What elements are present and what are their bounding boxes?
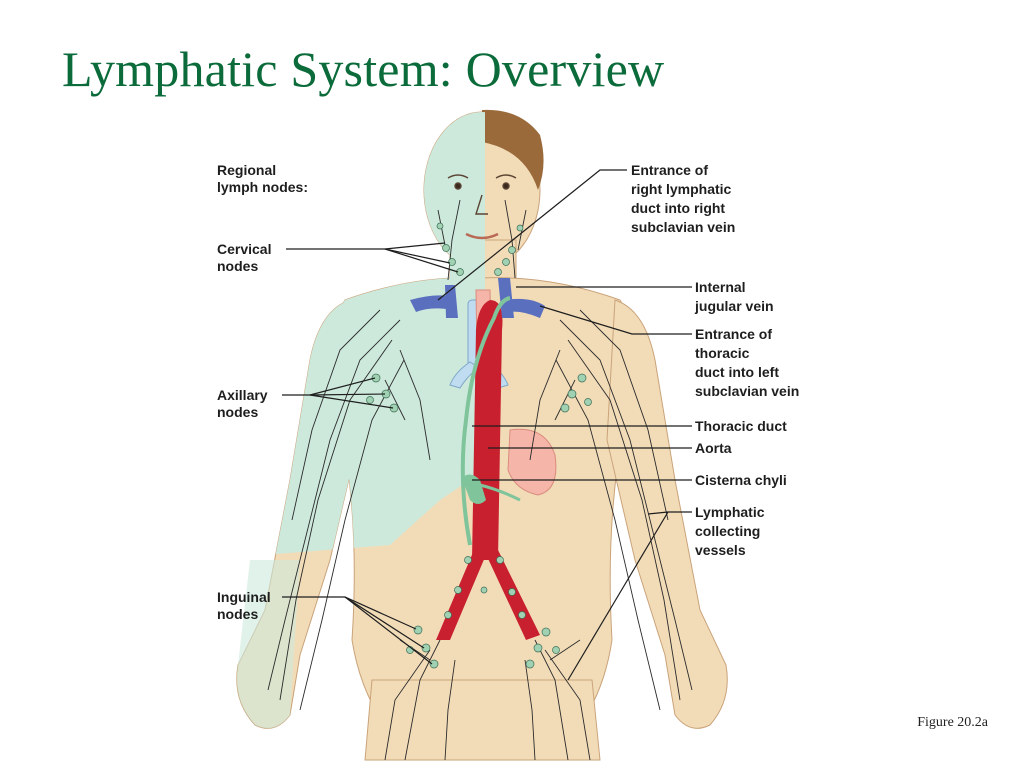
inguinal-node-group: [406, 625, 560, 669]
slide-title: Lymphatic System: Overview: [62, 41, 665, 97]
leader-lines: [282, 169, 692, 681]
cisterna-chyli: [462, 474, 486, 504]
label-cisterna-chyli: Cisterna chyli: [695, 472, 787, 488]
aorta: [472, 300, 503, 560]
figure-caption: Figure 20.2a: [917, 715, 988, 730]
thoracic-duct: [460, 296, 511, 546]
stomach: [507, 428, 557, 496]
hair: [482, 109, 544, 190]
aortic-node-group: [444, 556, 526, 619]
label-thoracic-duct: Thoracic duct: [695, 418, 787, 434]
subclavian-veins: [410, 278, 545, 318]
face: [447, 174, 517, 240]
central-structures: [410, 278, 557, 640]
lymphatic-vessels: [267, 199, 693, 761]
cervical-node-group: [436, 222, 524, 276]
legs: [364, 679, 601, 761]
label-aorta: Aorta: [695, 440, 732, 456]
